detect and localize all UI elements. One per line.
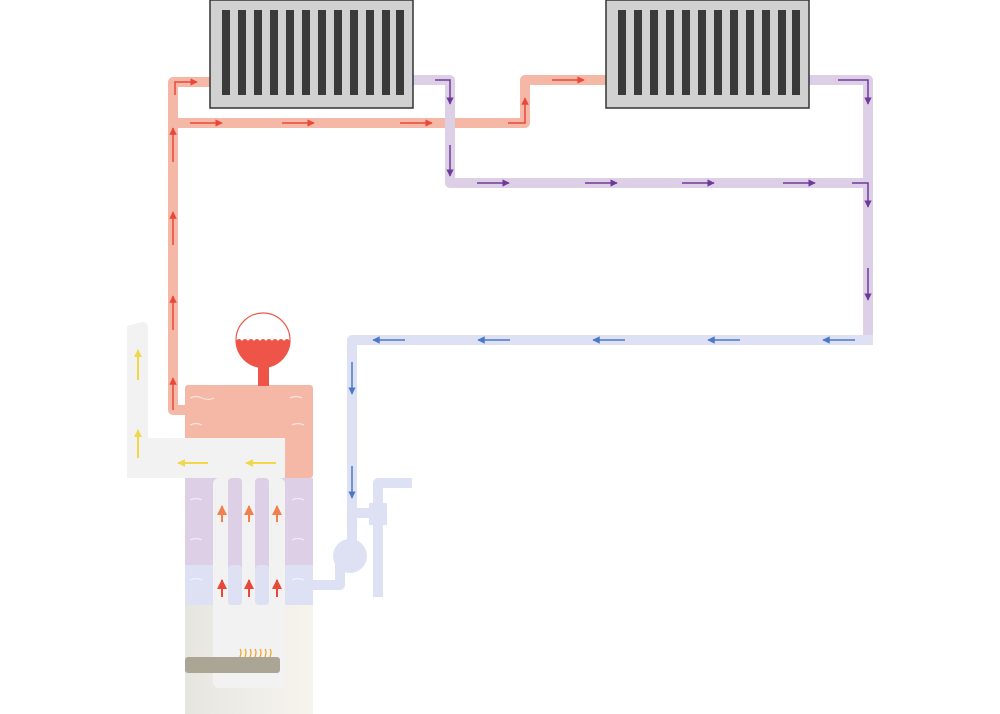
- expansion-tank: [235, 312, 291, 386]
- burner: [185, 657, 280, 673]
- valve: [369, 503, 387, 525]
- flue: [127, 322, 285, 478]
- boiler: [127, 322, 313, 714]
- flue-gas-arrows: [134, 349, 276, 467]
- flame-icon: [239, 648, 272, 658]
- pump: [333, 539, 367, 573]
- hot-flow-arrows: [169, 76, 585, 410]
- heat-arrows: [217, 505, 282, 597]
- hot-supply-pipe: [168, 75, 608, 415]
- radiator-right: [605, 0, 810, 109]
- cold-flow-arrows: [348, 336, 855, 499]
- radiator-left: [209, 0, 414, 109]
- cooling-flow-arrows: [435, 79, 872, 301]
- cold-return-pipe: [313, 335, 873, 597]
